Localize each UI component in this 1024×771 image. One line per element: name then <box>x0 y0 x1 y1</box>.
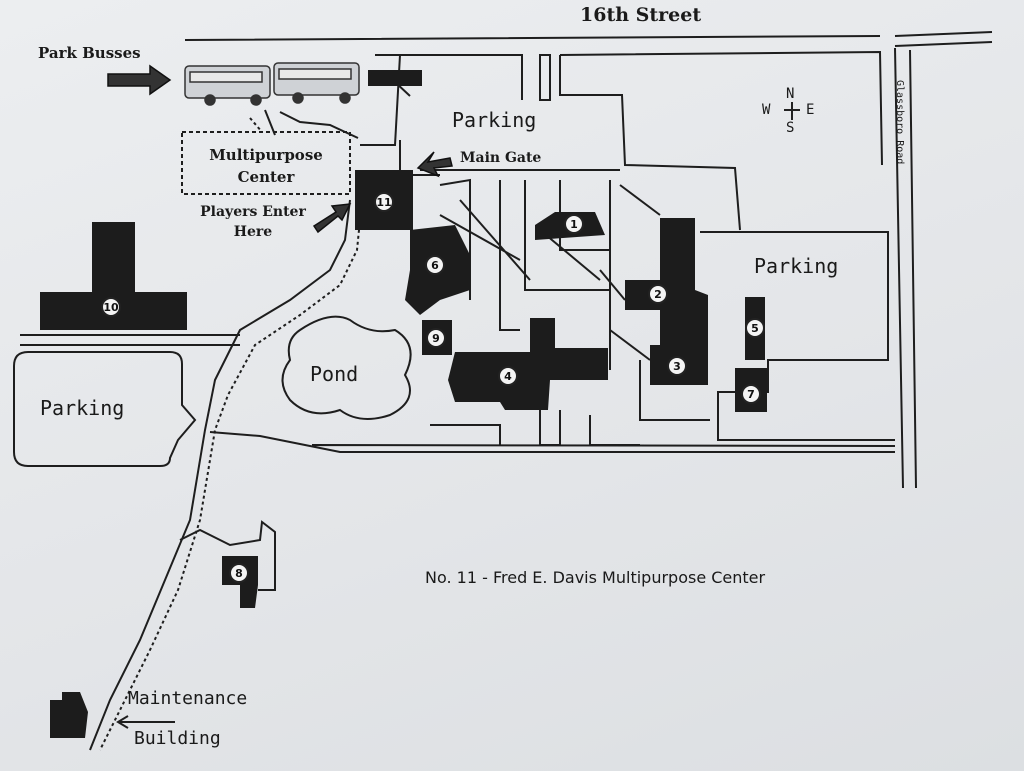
building-3-marker: 3 <box>667 356 687 376</box>
building-7-marker: 7 <box>741 384 761 404</box>
compass-n: N <box>786 86 795 102</box>
school-buses <box>184 62 360 106</box>
building-8-marker: 8 <box>229 563 249 583</box>
maintenance-label-1: Maintenance <box>128 688 248 709</box>
park-busses-label: Park Busses <box>38 44 141 62</box>
building-2-marker: 2 <box>648 284 668 304</box>
multipurpose-label-2: Center <box>237 168 295 186</box>
multipurpose-box <box>181 131 351 195</box>
building-4-footprint <box>448 318 608 410</box>
compass-w: W <box>762 102 771 118</box>
street-label-east: Glassboro Road <box>894 80 905 165</box>
building-9-marker: 9 <box>426 328 446 348</box>
main-gate-arrow <box>416 151 453 178</box>
main-gate-label: Main Gate <box>460 150 542 166</box>
building-2-3-footprint <box>625 218 708 385</box>
building-5-marker: 5 <box>745 318 765 338</box>
compass-s: S <box>786 120 795 136</box>
walkways <box>430 178 710 446</box>
building-10-footprint <box>40 222 187 330</box>
building-4-marker: 4 <box>498 366 518 386</box>
parking-east-lot <box>700 231 895 441</box>
building-10-marker: 10 <box>101 297 121 317</box>
parking-north-lot <box>375 50 883 231</box>
pond-shape <box>281 315 412 420</box>
parking-west-lot <box>13 351 197 467</box>
main-road <box>89 199 351 751</box>
players-enter-label-2: Here <box>233 224 273 240</box>
maintenance-label-2: Building <box>134 728 221 749</box>
building-1-marker: 1 <box>564 214 584 234</box>
maintenance-footprint <box>50 692 88 738</box>
building-footprints <box>40 70 767 738</box>
parking-east-label: Parking <box>754 254 839 278</box>
map-caption: No. 11 - Fred E. Davis Multipurpose Cent… <box>425 568 766 587</box>
street-16th <box>184 31 993 47</box>
pond-label: Pond <box>310 362 359 386</box>
players-enter-label-1: Players Enter <box>200 204 306 220</box>
building-6-marker: 6 <box>425 255 445 275</box>
building-11-marker: 11 <box>374 192 394 212</box>
compass-cross <box>784 102 800 120</box>
players-enter-arrow <box>312 203 352 234</box>
campus-road-south <box>209 431 896 453</box>
compass-e: E <box>806 102 815 118</box>
street-label-north: 16th Street <box>580 4 702 26</box>
parking-north-label: Parking <box>452 108 537 132</box>
bus-lot-marker <box>368 70 422 86</box>
multipurpose-label-1: Multipurpose <box>209 146 323 164</box>
park-busses-arrow <box>107 64 172 96</box>
parking-west-label: Parking <box>40 396 125 420</box>
street-glassboro <box>894 47 917 489</box>
